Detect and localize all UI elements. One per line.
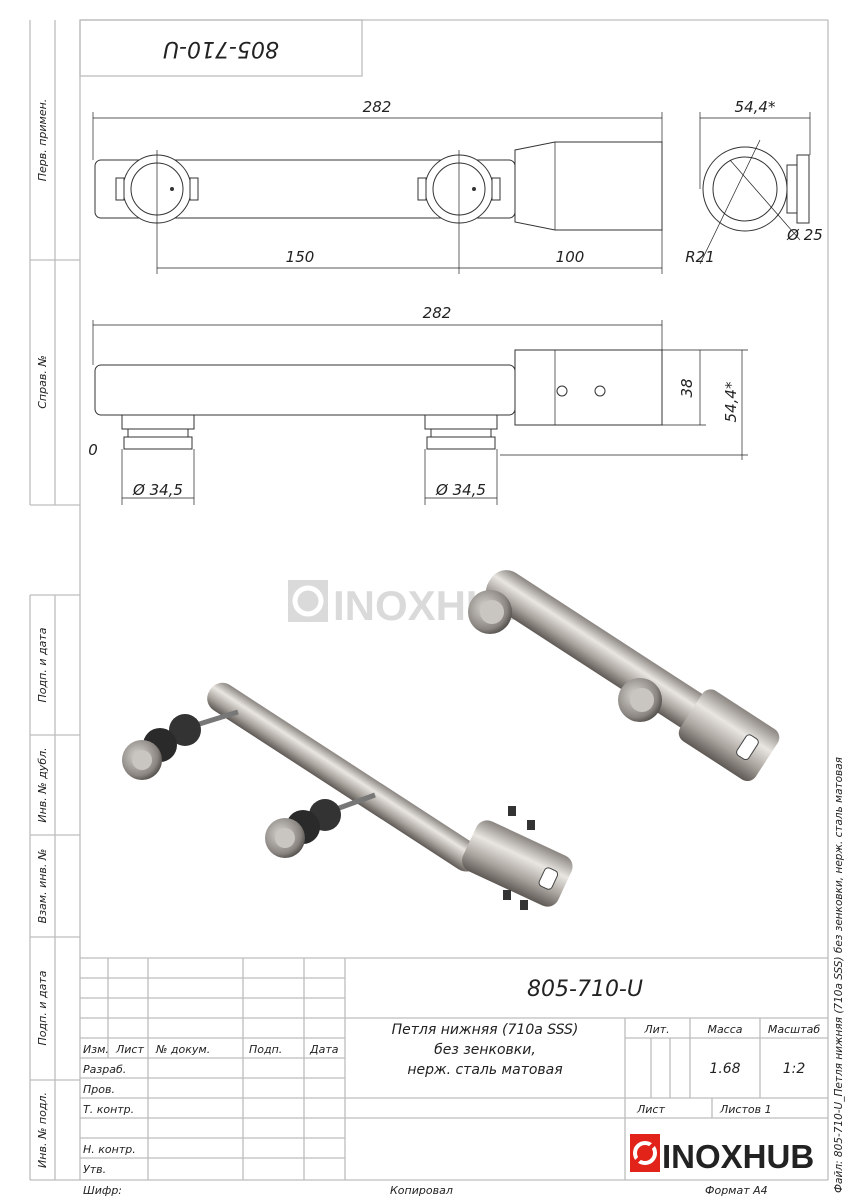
scale-label: Масштаб (768, 1023, 820, 1036)
dim-end-offset: 100 (556, 248, 585, 266)
dim-foot-diameter-2: Ø 34,5 (435, 481, 486, 499)
side-view (92, 320, 748, 505)
sheet-label: Лист (636, 1103, 665, 1116)
cipher-label: Шифр: (83, 1184, 122, 1197)
side-label-ref-no: Справ. № (36, 355, 49, 409)
role-approved: Утв. (83, 1163, 106, 1176)
dim-length-side: 282 (423, 304, 452, 322)
dim-diameter-25: Ø 25 (786, 226, 823, 244)
title-name-line-1: Петля нижняя (710а SSS) (392, 1022, 579, 1038)
header-izm: Изм. (83, 1043, 109, 1056)
role-developer: Разраб. (83, 1063, 126, 1076)
role-checker: Пров. (83, 1083, 115, 1096)
sheet-frame (29, 19, 829, 1181)
dim-spacing: 150 (286, 248, 315, 266)
dim-origin: 0 (88, 441, 98, 459)
title-block-grid (80, 957, 828, 1180)
mass-label: Масса (707, 1023, 742, 1036)
logo-text: INOXHUB (662, 1138, 814, 1175)
header-list: Лист (115, 1043, 144, 1056)
copied-label: Копировал (390, 1184, 453, 1197)
dim-depth-side: 54,4* (722, 381, 740, 422)
top-code-upside-down: 805-710-U (163, 36, 279, 61)
exploded-hinge-render (122, 682, 573, 910)
assembled-hinge-render (468, 570, 780, 782)
inoxhub-logo: INOXHUB (630, 1134, 814, 1175)
side-label-first-use: Перв. примен. (36, 99, 49, 182)
sheets-label: Листов 1 (719, 1103, 772, 1116)
file-caption: Файл: 805-710-U_Петля нижняя (710а SSS) … (833, 757, 845, 1193)
side-label-dup-inv: Инв. № дубл. (36, 747, 49, 822)
scale-value: 1:2 (783, 1061, 806, 1077)
role-tech-control: Т. контр. (83, 1103, 134, 1116)
dim-depth-top: 54,4* (735, 98, 776, 116)
lit-label: Лит. (643, 1023, 669, 1036)
title-code: 805-710-U (527, 977, 643, 1002)
title-name-line-2: без зенковки, (434, 1042, 536, 1058)
dim-radius: R21 (685, 248, 715, 266)
header-sign: Подп. (249, 1043, 282, 1056)
side-label-sign-date-2: Подп. и дата (36, 970, 49, 1045)
side-labels: Перв. примен. Справ. № Подп. и дата Инв.… (36, 99, 845, 1193)
top-view (92, 112, 811, 274)
role-norm-control: Н. контр. (83, 1143, 136, 1156)
dim-foot-diameter-1: Ø 34,5 (132, 481, 183, 499)
dim-length-top: 282 (363, 98, 392, 116)
header-doc: № докум. (155, 1043, 210, 1056)
header-date: Дата (309, 1043, 339, 1056)
format-label: Формат А4 (705, 1184, 768, 1197)
title-name-line-3: нерж. сталь матовая (407, 1062, 562, 1078)
dim-height-38: 38 (678, 378, 696, 397)
side-label-sign-date-1: Подп. и дата (36, 627, 49, 702)
side-label-replace-inv: Взам. инв. № (36, 849, 49, 924)
mass-value: 1.68 (709, 1061, 740, 1077)
side-label-orig-inv: Инв. № подл. (36, 1092, 49, 1168)
